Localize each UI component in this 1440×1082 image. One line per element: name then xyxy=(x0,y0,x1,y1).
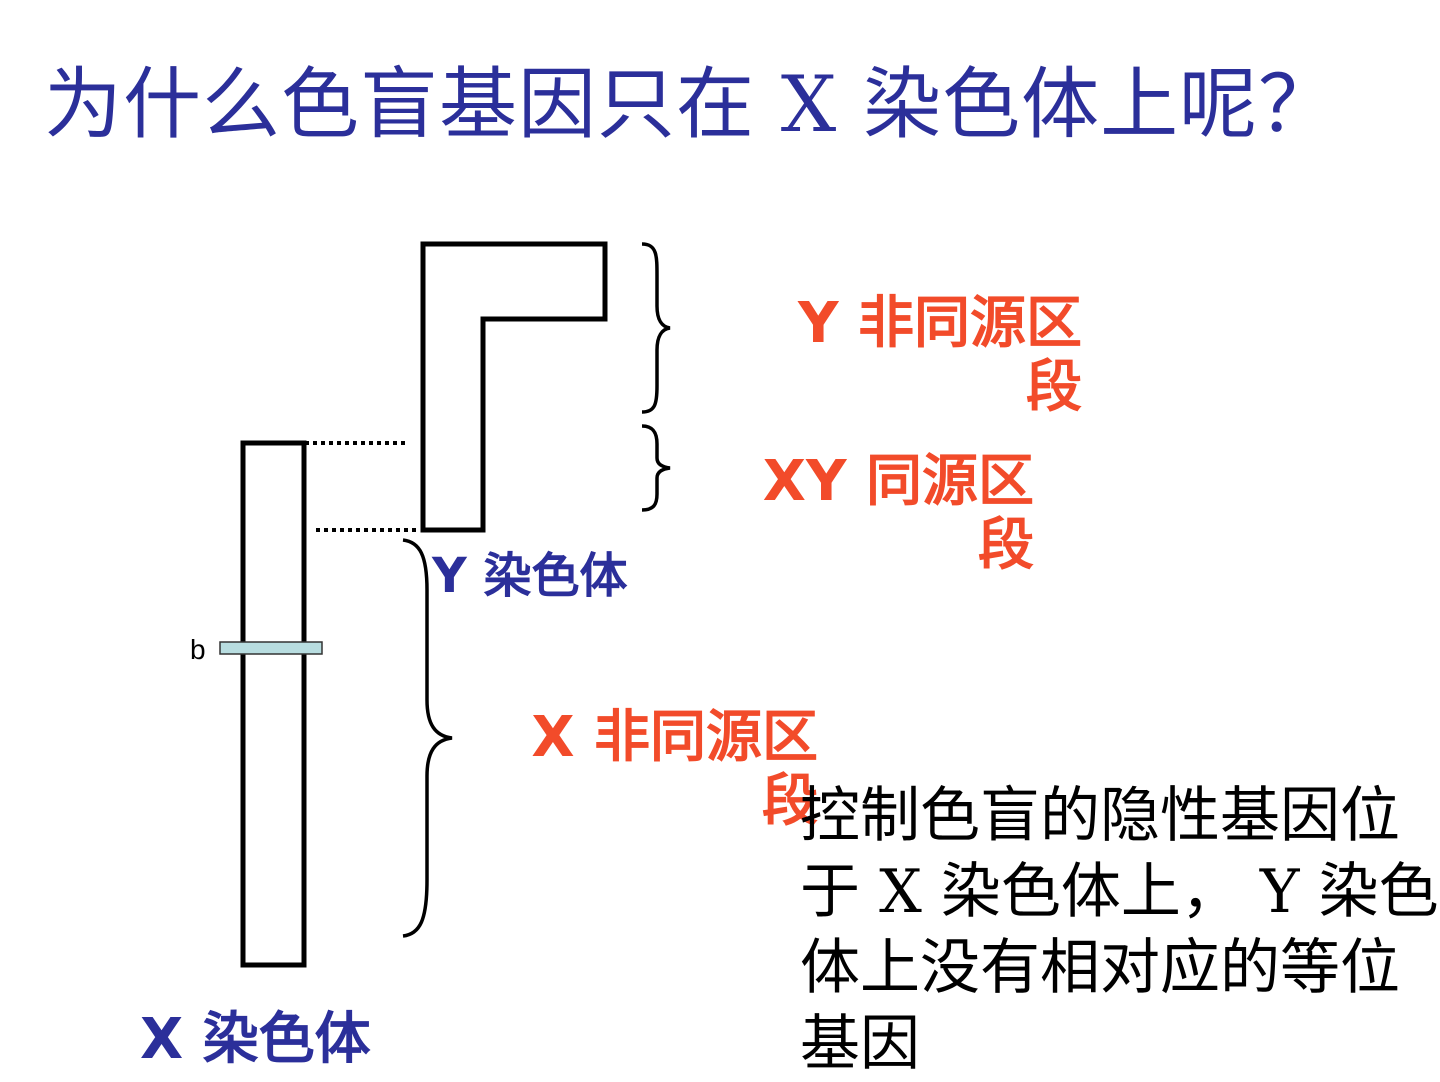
y-chromosome-label: Y 染色体 xyxy=(432,548,628,604)
x-nonhomologous-label-line1: X 非同源区 xyxy=(531,705,818,770)
x-chromosome-shape xyxy=(240,440,307,968)
xy-homologous-brace xyxy=(641,424,671,512)
x-nonhomologous-brace xyxy=(402,538,453,938)
page-title: 为什么色盲基因只在 X 染色体上呢？ xyxy=(44,60,1338,150)
gene-b-label: b xyxy=(190,634,206,665)
explanation-note: 控制色盲的隐性基因位于 X 染色体上， Y 染色体上没有相对应的等位基因 xyxy=(800,781,1439,1079)
gene-b-band xyxy=(219,641,323,655)
xy-homologous-label-line2: 段 xyxy=(978,513,1034,578)
xy-homologous-region-label: XY 同源区 段 xyxy=(763,450,1034,578)
y-chromosome-shape xyxy=(420,241,608,533)
y-nonhomologous-brace xyxy=(641,242,671,414)
xy-homologous-label-line1: XY 同源区 xyxy=(762,449,1034,514)
x-nonhomologous-label-line2: 段 xyxy=(762,769,818,834)
y-nonhomologous-label-line2: 段 xyxy=(1026,355,1082,420)
y-nonhomologous-label-line1: Y 非同源区 xyxy=(797,291,1082,356)
y-nonhomologous-region-label: Y 非同源区 段 xyxy=(798,292,1082,420)
x-chromosome-label: X 染色体 xyxy=(140,1007,371,1072)
x-nonhomologous-region-label: X 非同源区 段 xyxy=(531,706,818,834)
